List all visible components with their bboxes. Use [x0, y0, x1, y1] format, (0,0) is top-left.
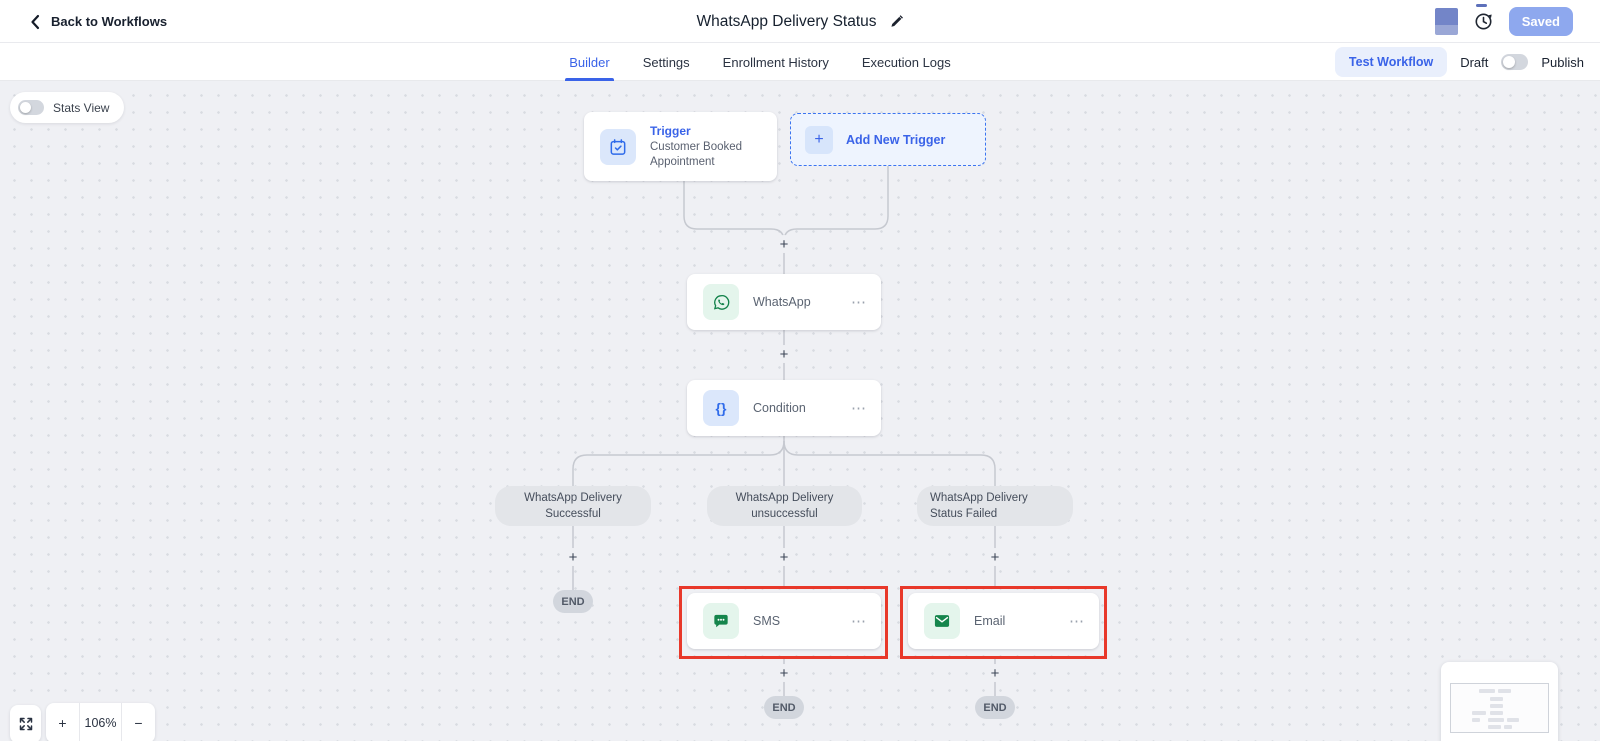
sms-node[interactable]: SMS ⋯	[687, 593, 881, 649]
minimap-node-bar	[1490, 697, 1503, 701]
tabs-group: Builder Settings Enrollment History Exec…	[0, 43, 1560, 81]
add-new-trigger-label: Add New Trigger	[846, 132, 946, 147]
add-new-trigger-button[interactable]: + Add New Trigger	[790, 113, 986, 166]
avatar[interactable]	[1434, 8, 1458, 35]
condition-node-label: Condition	[753, 401, 806, 415]
minimap-viewport	[1450, 683, 1549, 733]
minimap-node-bar	[1490, 711, 1503, 715]
avatar-top	[1434, 8, 1458, 25]
end-node: END	[975, 696, 1015, 719]
end-node: END	[553, 590, 593, 613]
whatsapp-node[interactable]: WhatsApp ⋯	[687, 274, 881, 330]
branch-whatsapp-delivery-status-failed[interactable]: WhatsApp Delivery Status Failed	[917, 486, 1073, 526]
add-step-button[interactable]: +	[986, 548, 1004, 566]
top-header: Back to Workflows WhatsApp Delivery Stat…	[0, 0, 1600, 43]
highlight-box-sms	[679, 586, 888, 659]
chevron-left-icon	[31, 14, 40, 29]
workflow-title: WhatsApp Delivery Status	[696, 12, 877, 30]
workflow-canvas[interactable]: Stats View Trigger Customer Booked Appoi…	[0, 81, 1600, 741]
email-node[interactable]: Email ⋯	[908, 593, 1099, 649]
publish-toggle[interactable]	[1501, 54, 1529, 70]
avatar-bottom	[1434, 25, 1458, 35]
add-step-button[interactable]: +	[775, 548, 793, 566]
add-step-button[interactable]: +	[775, 235, 793, 253]
trigger-text: Trigger Customer Booked Appointment	[650, 124, 768, 170]
fit-screen-button[interactable]	[10, 705, 41, 741]
publish-toggle-knob	[1503, 56, 1516, 68]
highlight-box-email	[900, 586, 1107, 659]
branch-whatsapp-delivery-successful[interactable]: WhatsApp Delivery Successful	[495, 486, 651, 526]
whatsapp-node-label: WhatsApp	[753, 295, 811, 309]
tab-enrollment-history[interactable]: Enrollment History	[722, 54, 829, 70]
minimap-node-bar	[1488, 718, 1504, 722]
edit-title-icon[interactable]	[889, 14, 904, 29]
condition-node[interactable]: {} Condition ⋯	[687, 380, 881, 436]
avatar-status-dash	[1476, 4, 1487, 7]
draft-label: Draft	[1460, 54, 1489, 70]
test-workflow-button[interactable]: Test Workflow	[1334, 47, 1448, 77]
minimap-node-bar	[1472, 718, 1480, 722]
stats-view-pill: Stats View	[10, 92, 125, 123]
add-step-button[interactable]: +	[775, 345, 793, 363]
end-node: END	[764, 696, 804, 719]
saved-button[interactable]: Saved	[1508, 7, 1573, 36]
trigger-title: Trigger	[650, 123, 691, 138]
minimap-node-bar	[1507, 718, 1519, 722]
fit-screen-icon	[19, 717, 32, 731]
add-step-button[interactable]: +	[775, 664, 793, 682]
add-step-button[interactable]: +	[564, 548, 582, 566]
minimap-node-bar	[1504, 725, 1512, 729]
zoom-out-button[interactable]: −	[134, 715, 143, 731]
braces-glyph: {}	[715, 400, 727, 416]
sms-icon	[703, 603, 739, 639]
zoom-level: 106%	[84, 716, 117, 730]
tabs-bar: Builder Settings Enrollment History Exec…	[0, 43, 1600, 81]
history-clock-icon[interactable]	[1473, 11, 1494, 32]
trigger-subtitle: Customer Booked Appointment	[650, 140, 743, 168]
minimap-node-bar	[1479, 689, 1495, 693]
zoom-control: + 106% −	[46, 703, 155, 741]
minimap-node-bar	[1498, 689, 1511, 693]
minimap-node-bar	[1488, 725, 1501, 729]
node-menu-icon[interactable]: ⋯	[1069, 612, 1085, 630]
tab-builder[interactable]: Builder	[565, 43, 615, 81]
back-to-workflows-button[interactable]: Back to Workflows	[28, 0, 167, 43]
sms-node-label: SMS	[753, 614, 781, 628]
email-node-label: Email	[974, 614, 1006, 628]
stats-view-toggle-knob	[20, 102, 31, 113]
stats-view-label: Stats View	[53, 100, 110, 115]
node-menu-icon[interactable]: ⋯	[851, 293, 867, 311]
whatsapp-icon	[703, 284, 739, 320]
publish-label: Publish	[1541, 54, 1584, 70]
tab-execution-logs[interactable]: Execution Logs	[861, 54, 951, 70]
back-label: Back to Workflows	[51, 14, 168, 29]
minimap-node-bar	[1472, 711, 1486, 715]
plus-icon: +	[805, 125, 833, 154]
calendar-check-icon	[600, 128, 636, 165]
email-icon	[924, 603, 960, 639]
braces-icon: {}	[703, 390, 739, 426]
trigger-node[interactable]: Trigger Customer Booked Appointment	[584, 112, 777, 181]
divider	[79, 703, 80, 741]
node-menu-icon[interactable]: ⋯	[851, 399, 867, 417]
tab-settings[interactable]: Settings	[642, 54, 690, 70]
add-step-button[interactable]: +	[986, 664, 1004, 682]
zoom-in-button[interactable]: +	[58, 715, 67, 731]
branch-whatsapp-delivery-unsuccessful[interactable]: WhatsApp Delivery unsuccessful	[707, 486, 862, 526]
minimap[interactable]	[1441, 662, 1558, 741]
stats-view-toggle[interactable]	[18, 100, 44, 115]
minimap-node-bar	[1490, 704, 1503, 708]
divider	[121, 703, 122, 741]
node-menu-icon[interactable]: ⋯	[851, 612, 867, 630]
